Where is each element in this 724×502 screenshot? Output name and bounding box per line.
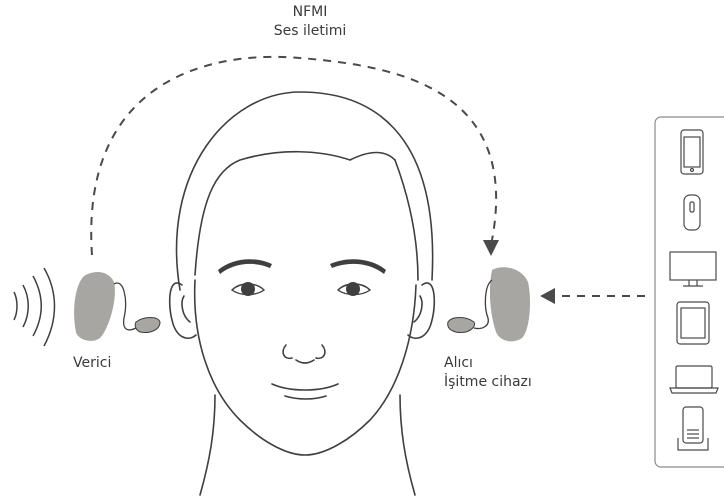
device-panel <box>655 117 724 467</box>
hearing-aid-transmitter-icon <box>74 272 160 341</box>
eyebrows <box>218 259 386 274</box>
nfmi-label: NFMI Ses iletimi <box>0 3 620 41</box>
sound-waves-icon <box>14 268 55 346</box>
device-link-arrowhead <box>540 288 555 304</box>
head-illustration <box>170 92 435 495</box>
nfmi-arc-arrow <box>91 57 496 255</box>
transmitter-label: Verici <box>73 354 111 373</box>
nfmi-title: NFMI <box>0 3 620 22</box>
eyes <box>232 282 370 296</box>
nfmi-arrowhead <box>483 240 499 256</box>
nfmi-subtitle: Ses iletimi <box>0 22 620 41</box>
receiver-title: Alıcı <box>444 354 532 373</box>
receiver-subtitle: İşitme cihazı <box>444 373 532 392</box>
receiver-label: Alıcı İşitme cihazı <box>444 354 532 392</box>
hearing-aid-receiver-icon <box>448 267 530 341</box>
